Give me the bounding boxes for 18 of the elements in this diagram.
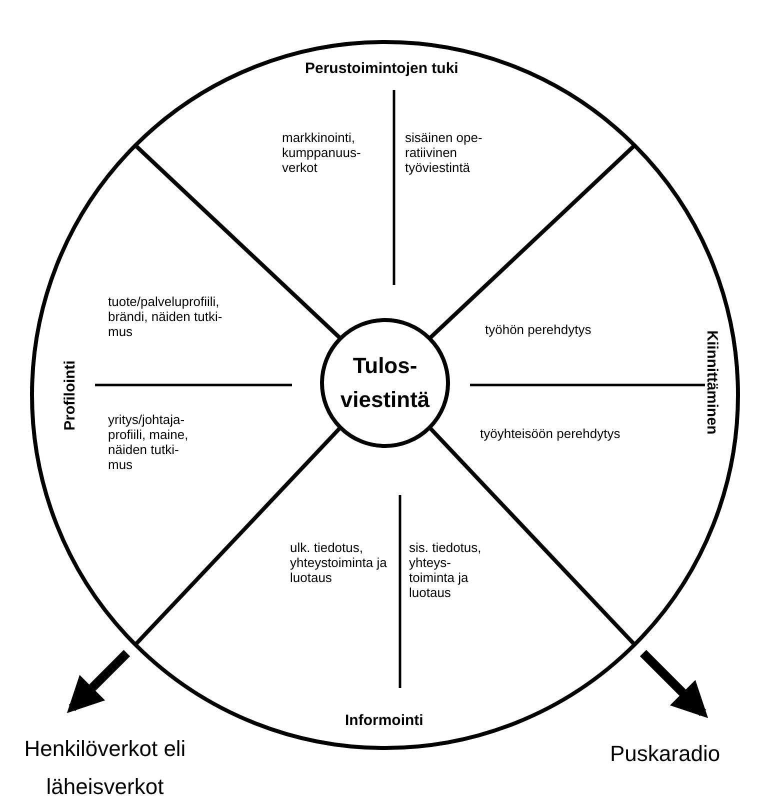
- sector-text: tuote/palveluprofiili, brändi, näiden tutki- mus: [108, 294, 224, 339]
- sector-title: Profilointi: [62, 360, 78, 430]
- center-circle: [320, 318, 450, 448]
- sector-title: Perustoimintojen tuki: [305, 60, 458, 77]
- center-title: Tulos- viestintä: [340, 352, 430, 414]
- sector-text: sisäinen ope- ratiivinen työviestintä: [405, 130, 484, 175]
- arrow: [66, 650, 130, 714]
- sector-title: Informointi: [345, 712, 424, 729]
- outcome-label: Henkilöverkot eli läheisverkot: [15, 730, 195, 800]
- sector-text: työyhteisöön perehdytys: [480, 426, 622, 441]
- sector-text: sis. tiedotus, yhteys- toiminta ja luotaus: [409, 540, 482, 600]
- sector-text: markkinointi, kumppanuus- verkot: [282, 130, 362, 175]
- arrow: [640, 650, 708, 718]
- sector-text: yritys/johtaja- profiili, maine, näiden tutki- mus: [108, 412, 190, 472]
- sector-text: työhön perehdytys: [485, 322, 592, 337]
- sector-title: Kiinnittäminen: [704, 330, 721, 434]
- sector-text: ulk. tiedotus, yhteystoiminta ja luotaus: [290, 540, 388, 585]
- outcome-label: Puskaradio: [610, 735, 750, 765]
